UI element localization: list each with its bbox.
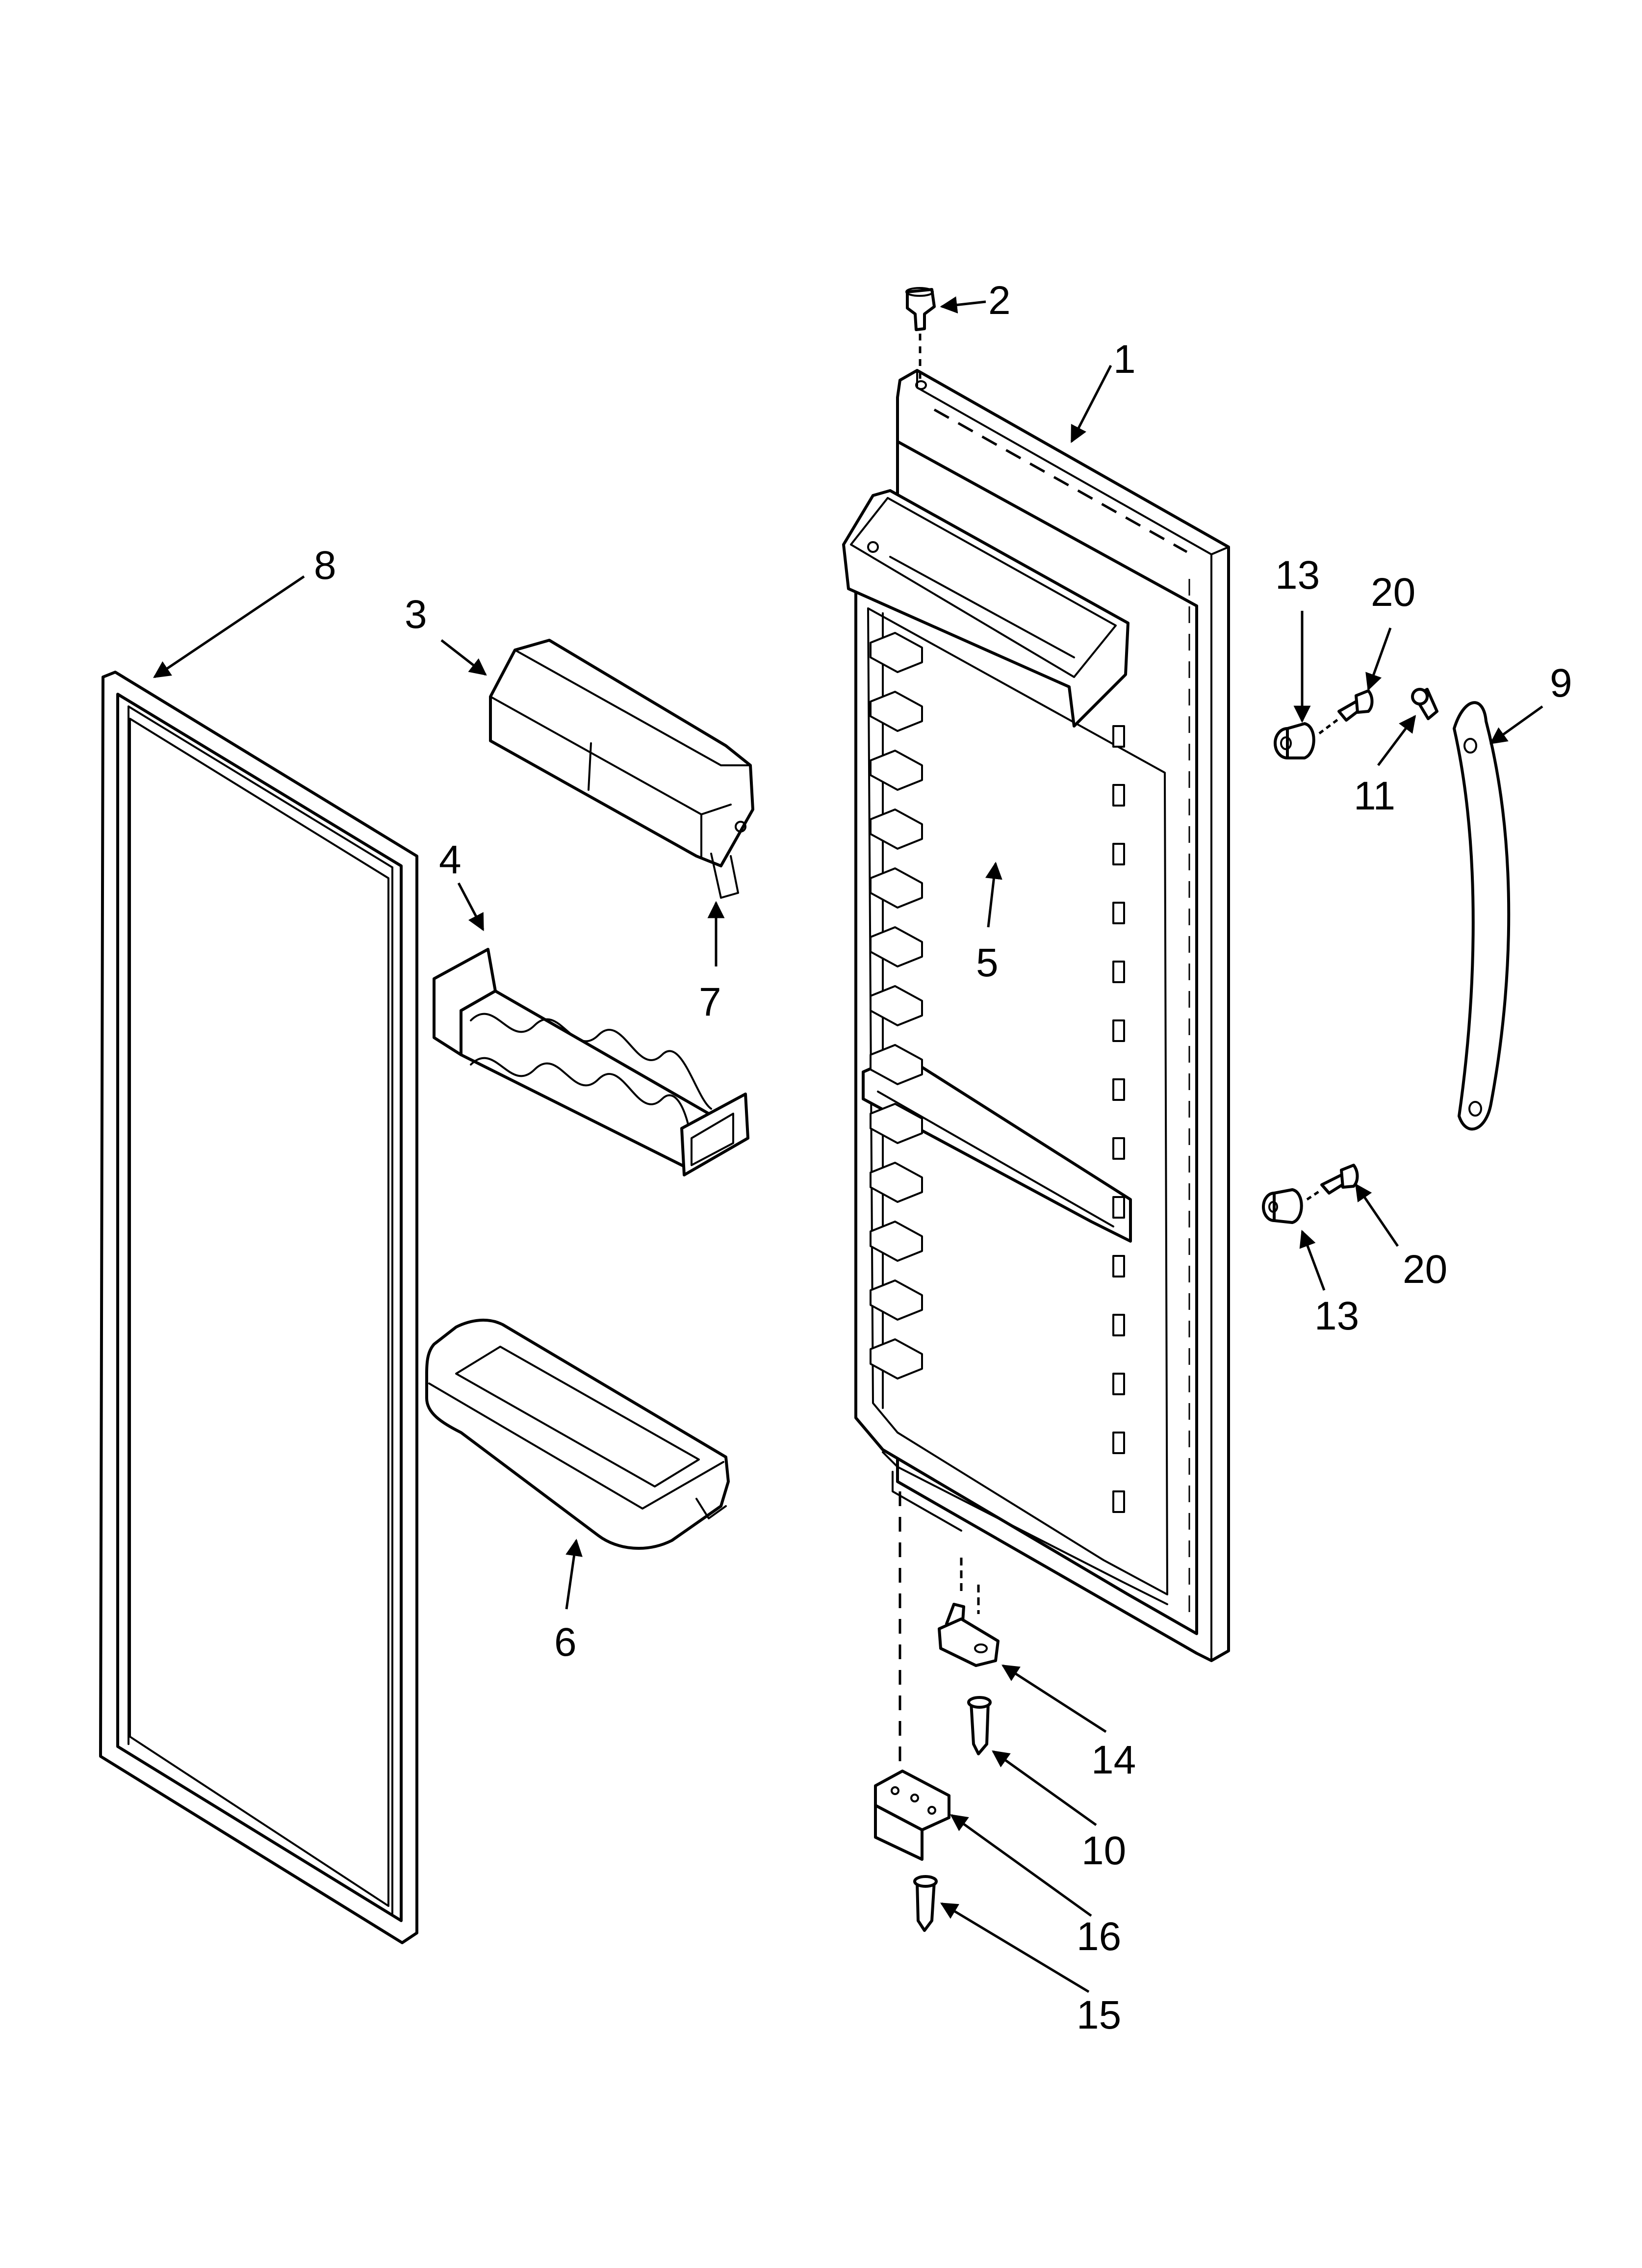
hinge-bracket-part [874, 1491, 950, 1861]
callout-1: 1 [1113, 337, 1136, 382]
door-gasket-part [99, 671, 418, 1944]
callout-labels: 1 2 3 4 5 6 7 8 9 10 11 13 13 14 15 16 2… [314, 278, 1572, 2037]
callout-10: 10 [1081, 1828, 1126, 1873]
callout-6: 6 [554, 1620, 577, 1665]
handle-spacer-lower-part [1262, 1188, 1303, 1224]
callout-7: 7 [699, 980, 721, 1024]
door-assembly-part [842, 369, 1230, 1662]
callout-14: 14 [1091, 1738, 1136, 1782]
callout-13-upper: 13 [1275, 553, 1320, 598]
callout-11: 11 [1354, 774, 1395, 818]
callout-4: 4 [439, 837, 462, 882]
callout-9: 9 [1550, 661, 1572, 705]
screw-11-part [1411, 688, 1438, 720]
left-shelf-tabs [870, 632, 923, 1380]
can-rack-part [433, 948, 749, 1176]
callout-5: 5 [976, 940, 999, 985]
hinge-screw-10-part [967, 1696, 992, 1755]
leader-lines [153, 296, 1543, 1993]
screw-upper-part [1318, 689, 1374, 734]
callout-20-upper: 20 [1371, 570, 1415, 615]
callout-8: 8 [314, 543, 336, 588]
hinge-screw-15-part [913, 1875, 938, 1932]
callout-15: 15 [1077, 1993, 1121, 2037]
hinge-pin-part [938, 1558, 1000, 1667]
right-shelf-tabs [1112, 725, 1125, 1513]
door-handle-part [1453, 701, 1511, 1131]
callout-16: 16 [1077, 1914, 1121, 1959]
handle-spacer-upper-part [1274, 722, 1315, 759]
dairy-compartment-part [489, 639, 754, 899]
callout-13-lower: 13 [1314, 1294, 1359, 1338]
screw-lower-part [1306, 1164, 1359, 1201]
callout-2: 2 [988, 278, 1011, 323]
door-plug-part [905, 287, 936, 390]
door-bin-part [425, 1319, 730, 1550]
callout-3: 3 [405, 592, 427, 637]
callout-20-lower: 20 [1403, 1247, 1447, 1292]
